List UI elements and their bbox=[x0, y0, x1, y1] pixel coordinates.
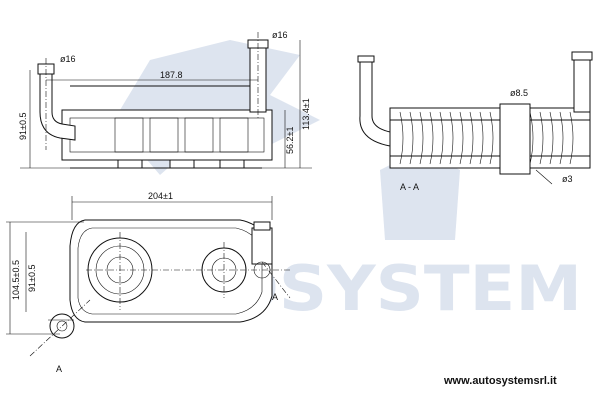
side-view bbox=[20, 32, 312, 169]
dim-height-body: 56.2±1 bbox=[285, 127, 295, 154]
dim-section-dia-bottom: ø3 bbox=[562, 174, 573, 184]
section-label: A - A bbox=[400, 182, 419, 192]
dim-height-right: 113.4±1 bbox=[301, 98, 311, 130]
section-mark-right: A bbox=[272, 292, 278, 302]
dim-length-top: 187.8 bbox=[160, 70, 183, 80]
dim-front-height: 91±0.5 bbox=[27, 265, 37, 292]
dim-section-dia-top: ø8.5 bbox=[510, 88, 528, 98]
footer-url: www.autosystemsrl.it bbox=[443, 375, 557, 387]
dim-width-total: 204±1 bbox=[148, 191, 173, 201]
dim-pipe-dia-right: ø16 bbox=[272, 30, 288, 40]
front-view bbox=[6, 196, 291, 357]
dim-front-height-outer: 104.5±0.5 bbox=[11, 260, 21, 300]
section-mark-bottom: A bbox=[56, 364, 62, 374]
watermark-column bbox=[380, 150, 460, 240]
dim-height-left: 91±0.5 bbox=[18, 113, 28, 140]
dim-pipe-dia-left: ø16 bbox=[60, 54, 76, 64]
section-view bbox=[357, 51, 593, 185]
